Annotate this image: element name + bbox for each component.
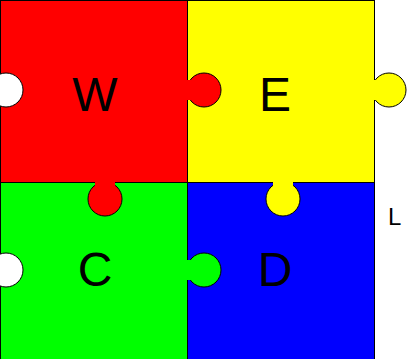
left-notch — [0, 253, 23, 287]
piece-letter: W — [72, 71, 117, 119]
knob-neck — [273, 178, 293, 188]
puzzle-piece: D — [215, 195, 335, 345]
yellow-piece — [188, 1, 375, 183]
knob-neck — [183, 80, 193, 100]
green-piece — [1, 183, 188, 359]
piece-letter: C — [78, 246, 113, 294]
knob-neck — [370, 80, 380, 100]
piece-letter: D — [258, 246, 293, 294]
piece-letter: E — [259, 71, 291, 119]
puzzle-piece: E — [215, 20, 335, 170]
side-label: L — [388, 205, 401, 229]
puzzle-piece: W — [30, 20, 160, 170]
puzzle-piece: C — [30, 195, 160, 345]
blue-piece — [188, 183, 375, 359]
knob-neck — [183, 260, 193, 280]
red-piece — [1, 1, 188, 183]
left-notch — [0, 73, 23, 107]
knob-neck — [95, 178, 115, 188]
